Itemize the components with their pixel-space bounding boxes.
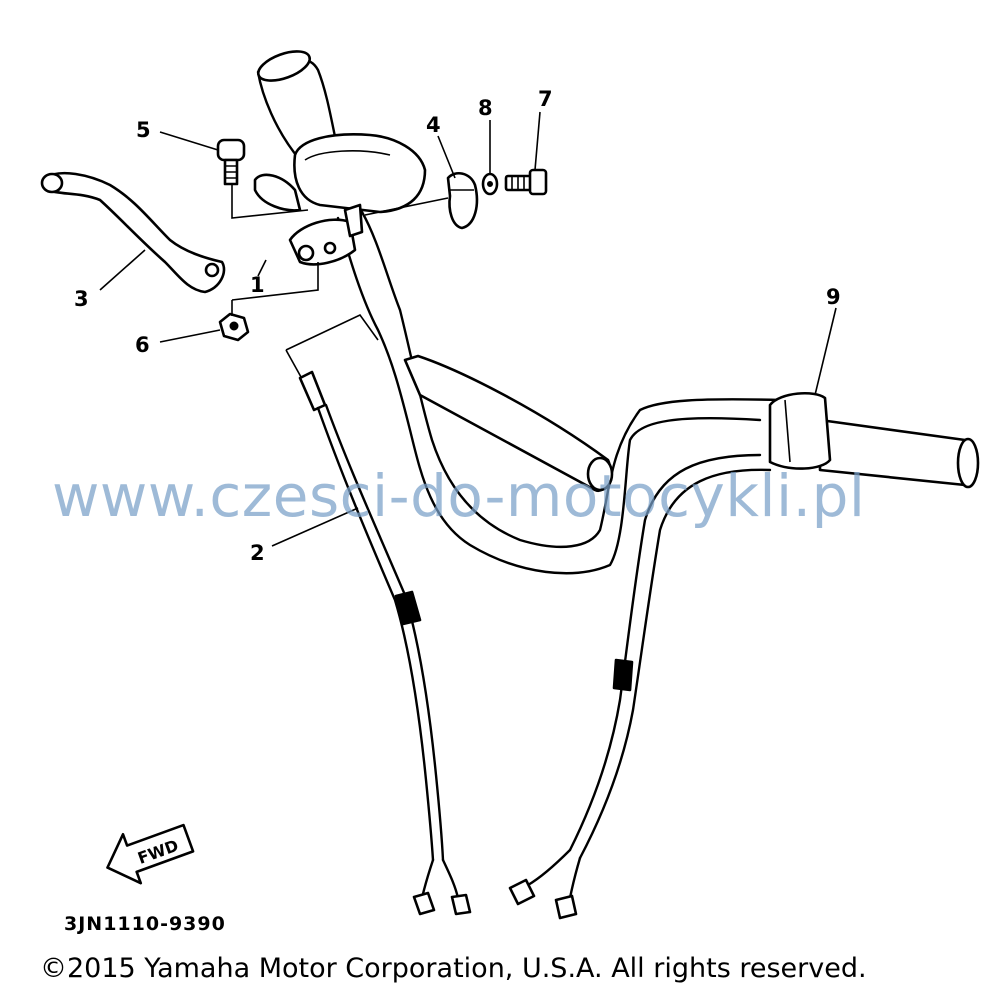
clamp-4 [446, 171, 479, 230]
clutch-lever [40, 171, 226, 294]
right-grip [768, 392, 980, 489]
callout-6: 6 [135, 333, 150, 357]
washer-8 [481, 172, 499, 196]
fwd-arrow-icon: FWD [106, 823, 195, 885]
part-code: 3JN1110-9390 [64, 913, 226, 935]
switch-cable [508, 453, 772, 920]
callout-8: 8 [478, 96, 493, 120]
bolt-5 [216, 138, 246, 186]
screw-7 [504, 168, 548, 196]
lever-holder [253, 133, 427, 266]
callout-3: 3 [74, 287, 89, 311]
callout-2: 2 [250, 541, 265, 565]
callout-1: 1 [250, 273, 265, 297]
cable-2 [298, 370, 472, 916]
callout-4: 4 [426, 113, 441, 137]
callout-5: 5 [136, 118, 151, 142]
copyright-notice: ©2015 Yamaha Motor Corporation, U.S.A. A… [40, 953, 867, 984]
handlebar [256, 50, 782, 575]
leader-lines [99, 111, 837, 547]
callout-9: 9 [826, 285, 841, 309]
callout-7: 7 [538, 87, 553, 111]
nut-6 [218, 312, 250, 342]
callouts: 1 2 3 4 5 6 7 8 9 [74, 87, 841, 565]
